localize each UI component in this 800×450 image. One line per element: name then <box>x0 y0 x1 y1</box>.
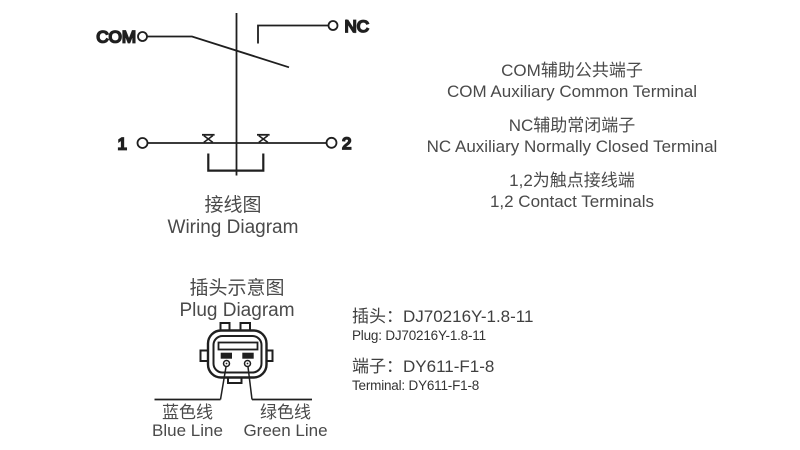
wiring-caption-zh: 接线图 <box>204 195 262 216</box>
note-nc-en: NC Auxiliary Normally Closed Terminal <box>426 137 718 156</box>
nc-terminal-circle <box>327 20 339 31</box>
wiring-diagram: COM NC 1 2 <box>95 13 370 176</box>
terminal-1-label: 1 <box>118 135 127 154</box>
green-line-leader <box>247 366 253 400</box>
note-com-en: COM Auxiliary Common Terminal <box>446 82 698 101</box>
note-contacts-zh: 1,2为触点接线端 <box>509 171 635 190</box>
plug-pin-dot-left <box>225 362 228 365</box>
plug-pin-hole-right <box>243 359 252 368</box>
note-nc: NC辅助常闭端子 NC Auxiliary Normally Closed Te… <box>400 115 744 157</box>
note-contacts: 1,2为触点接线端 1,2 Contact Terminals <box>400 170 744 212</box>
plug-inner-shell <box>212 335 263 374</box>
note-com: COM辅助公共端子 COM Auxiliary Common Terminal <box>400 60 744 102</box>
com-label: COM <box>96 28 136 47</box>
terminal-2-label: 2 <box>342 134 351 153</box>
wiring-caption: 接线图 Wiring Diagram <box>133 195 333 239</box>
nc-lead-line <box>257 24 329 44</box>
plug-spec: 插头：DJ70216Y-1.8-11 Plug: DJ70216Y-1.8-11 <box>352 306 533 344</box>
plug-pin-dot-right <box>246 362 249 365</box>
terminal-notes: COM辅助公共端子 COM Auxiliary Common Terminal … <box>400 60 744 225</box>
contact-symbol-left <box>202 133 215 144</box>
plug-pin-slot-right <box>242 352 254 359</box>
green-line-label-zh: 绿色线 <box>260 403 311 422</box>
contact-symbol-right <box>257 133 270 144</box>
plug-specs: 插头：DJ70216Y-1.8-11 Plug: DJ70216Y-1.8-11… <box>352 306 533 406</box>
terminal-spec-en: Terminal: DY611-F1-8 <box>352 378 480 393</box>
note-nc-zh: NC辅助常闭端子 <box>508 116 636 135</box>
blue-line-label: 蓝色线 Blue Line <box>127 404 248 440</box>
plug-spec-en: Plug: DJ70216Y-1.8-11 <box>352 328 486 343</box>
note-com-zh: COM辅助公共端子 <box>501 61 643 80</box>
green-line-label-en: Green Line <box>243 421 328 440</box>
linkage-bracket <box>207 153 265 172</box>
blue-line-leader <box>219 366 227 400</box>
plug-caption-en: Plug Diagram <box>179 300 295 321</box>
blue-line-label-en: Blue Line <box>152 421 223 440</box>
note-contacts-en: 1,2 Contact Terminals <box>489 192 655 211</box>
terminal-1-circle <box>136 137 149 149</box>
com-terminal-circle <box>137 31 148 42</box>
plug-pin-hole-left <box>222 359 231 368</box>
plug-key-slot <box>217 341 259 351</box>
terminal-spec: 端子：DY611-F1-8 Terminal: DY611-F1-8 <box>352 356 533 394</box>
plug-caption: 插头示意图 Plug Diagram <box>137 278 337 322</box>
blue-line-label-zh: 蓝色线 <box>162 403 213 422</box>
green-line-label: 绿色线 Green Line <box>225 404 346 440</box>
plug-caption-zh: 插头示意图 <box>189 278 285 299</box>
terminal-spec-zh: 端子：DY611-F1-8 <box>352 357 495 376</box>
nc-label: NC <box>345 17 370 36</box>
plug-pin-slot-left <box>220 352 232 359</box>
plug-drawing <box>154 322 312 401</box>
com-lead-line <box>147 35 290 69</box>
plug-spec-zh: 插头：DJ70216Y-1.8-11 <box>352 307 534 326</box>
wiring-caption-en: Wiring Diagram <box>167 217 299 238</box>
terminal-2-circle <box>325 136 338 149</box>
